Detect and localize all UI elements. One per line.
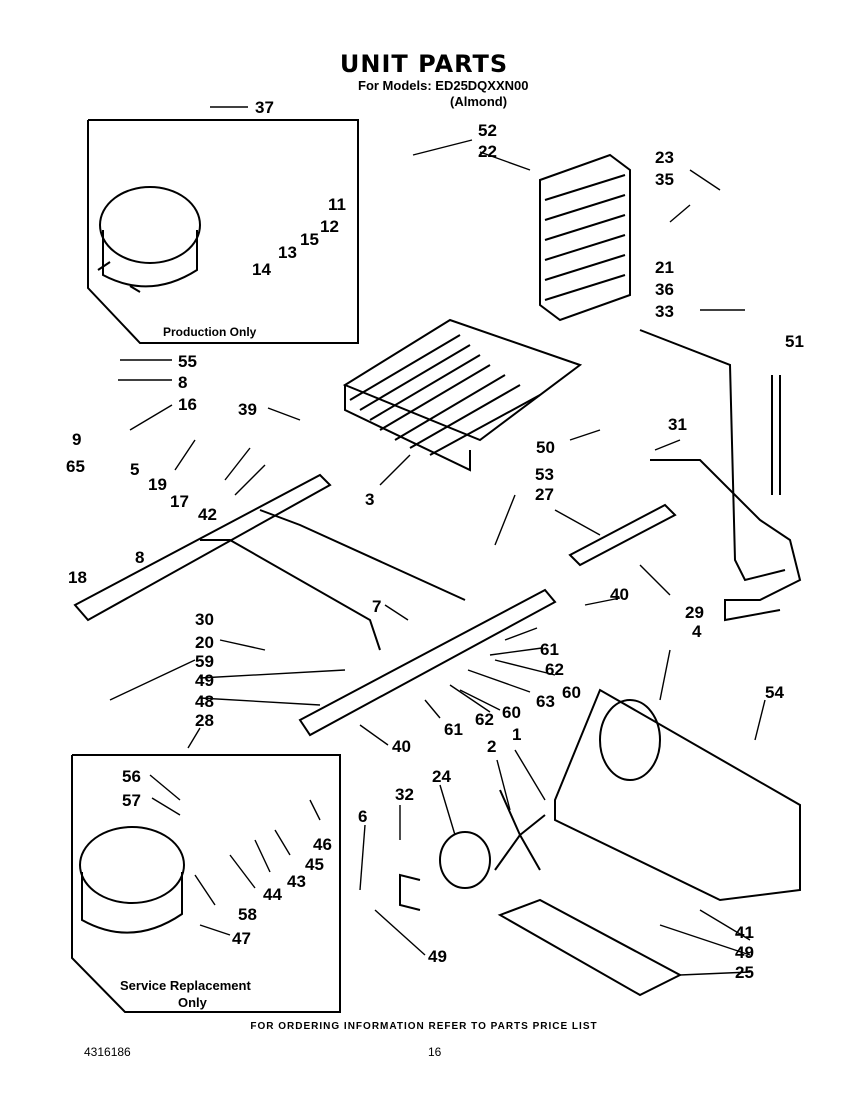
- callout-label: 32: [395, 785, 414, 804]
- condenser-coil: [342, 318, 583, 472]
- callout-label: 35: [655, 170, 674, 189]
- callout-label: 36: [655, 280, 674, 299]
- callout-label: 15: [300, 230, 319, 249]
- evaporator-coil: [539, 153, 631, 322]
- callout-label: 49: [735, 943, 754, 962]
- fan-motor: [399, 831, 491, 911]
- base-frame: [73, 473, 557, 737]
- callout-label: 60: [562, 683, 581, 702]
- callout-label: 18: [68, 568, 87, 587]
- callout-label: 6: [358, 807, 367, 826]
- callout-label: 17: [170, 492, 189, 511]
- callout-label: 63: [536, 692, 555, 711]
- callout-label: 44: [263, 885, 282, 904]
- fan-blade: [494, 789, 546, 871]
- production-box-outline: [87, 119, 359, 344]
- callout-label: 39: [238, 400, 257, 419]
- color-label: (Almond): [450, 94, 508, 109]
- callout-label: 62: [545, 660, 564, 679]
- callout-label: 58: [238, 905, 257, 924]
- callout-label: 49: [195, 671, 214, 690]
- callout-label: 30: [195, 610, 214, 629]
- callout-label: 59: [195, 652, 214, 671]
- service-replacement-label: Service Replacement: [120, 978, 251, 993]
- callout-label: 42: [198, 505, 217, 524]
- callout-label: 7: [372, 597, 381, 616]
- callout-label: 4: [692, 622, 702, 641]
- base-pan: [554, 688, 801, 902]
- dryer-27: [568, 503, 677, 567]
- production-only-label: Production Only: [163, 325, 257, 339]
- callout-label: 8: [178, 373, 187, 392]
- callout-label: 8: [135, 548, 144, 567]
- compressor-production: [97, 186, 201, 293]
- callout-label: 47: [232, 929, 251, 948]
- service-only-label: Only: [178, 995, 207, 1010]
- models-label: For Models: ED25DQXXN00: [358, 78, 529, 93]
- page-title: UNIT PARTS: [339, 50, 509, 78]
- callout-label: 57: [122, 791, 141, 810]
- callout-label: 40: [392, 737, 411, 756]
- ordering-note: FOR ORDERING INFORMATION REFER TO PARTS …: [250, 1021, 598, 1032]
- callout-label: 52: [478, 121, 497, 140]
- document-number: 4316186: [84, 1045, 131, 1059]
- compressor-service: [79, 826, 185, 934]
- callout-label: 65: [66, 457, 85, 476]
- callout-label: 23: [655, 148, 674, 167]
- callout-label: 13: [278, 243, 297, 262]
- callout-label: 25: [735, 963, 754, 982]
- drain-tube: [639, 329, 802, 622]
- callout-label: 49: [428, 947, 447, 966]
- leader-lines: [109, 106, 766, 976]
- callout-label: 1: [512, 725, 521, 744]
- callout-label: 48: [195, 692, 214, 711]
- callout-label: 27: [535, 485, 554, 504]
- callout-label: 2: [487, 737, 496, 756]
- callout-label: 62: [475, 710, 494, 729]
- callout-label: 14: [252, 260, 271, 279]
- callout-label: 29: [685, 603, 704, 622]
- callout-label: 40: [610, 585, 629, 604]
- callout-label: 56: [122, 767, 141, 786]
- callout-label: 31: [668, 415, 687, 434]
- callout-label: 51: [785, 332, 804, 351]
- callout-label: 33: [655, 302, 674, 321]
- callout-label: 41: [735, 923, 754, 942]
- callout-label: 12: [320, 217, 339, 236]
- callout-label: 24: [432, 767, 451, 786]
- callout-label: 37: [255, 98, 274, 117]
- callout-label: 60: [502, 703, 521, 722]
- callout-label: 61: [540, 640, 559, 659]
- callout-label: 50: [536, 438, 555, 457]
- callout-label: 61: [444, 720, 463, 739]
- drain-pan: [497, 898, 683, 997]
- service-box-outline: [71, 754, 341, 1013]
- page-number: 16: [428, 1045, 442, 1059]
- callout-label: 5: [130, 460, 139, 479]
- callout-label: 19: [148, 475, 167, 494]
- callout-labels: 37 11 12 13 14 15 52 22 23 35 21 36 33 5…: [66, 98, 804, 982]
- callout-label: 55: [178, 352, 197, 371]
- callout-label: 54: [765, 683, 784, 702]
- callout-label: 21: [655, 258, 674, 277]
- callout-label: 45: [305, 855, 324, 874]
- callout-label: 22: [478, 142, 497, 161]
- callout-label: 9: [72, 430, 81, 449]
- callout-label: 3: [365, 490, 374, 509]
- callout-label: 43: [287, 872, 306, 891]
- callout-label: 46: [313, 835, 332, 854]
- callout-label: 28: [195, 711, 214, 730]
- callout-label: 11: [328, 195, 346, 214]
- callout-label: 16: [178, 395, 197, 414]
- callout-label: 53: [535, 465, 554, 484]
- callout-label: 20: [195, 633, 214, 652]
